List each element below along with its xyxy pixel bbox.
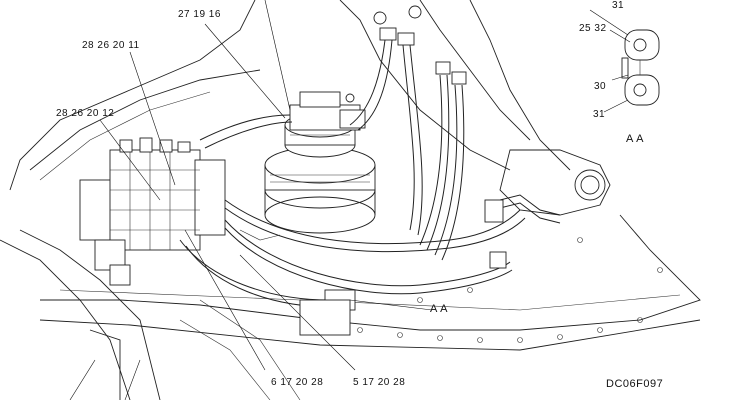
control-valve bbox=[79, 137, 226, 286]
drawing-code: DC06F097 bbox=[606, 378, 664, 390]
callout-28-26-20-11: 28 26 20 11 bbox=[82, 40, 140, 51]
section-aa-detail bbox=[621, 29, 660, 106]
section-aa-label: A A bbox=[626, 133, 645, 145]
callout-aa-leader: A A bbox=[430, 303, 449, 315]
lower-hoses bbox=[179, 114, 561, 336]
swing-motor bbox=[264, 91, 376, 234]
plate-holes bbox=[357, 237, 663, 343]
callout-6-17-20-28: 6 17 20 28 bbox=[271, 377, 324, 388]
frame-outline bbox=[0, 0, 701, 400]
callout-28-26-20-12: 28 26 20 12 bbox=[56, 108, 115, 119]
callout-31-bottom: 31 bbox=[593, 109, 606, 120]
leader-lines bbox=[69, 0, 631, 400]
callout-30: 30 bbox=[594, 81, 607, 92]
callout-25-32: 25 32 bbox=[579, 23, 607, 34]
upper-hoses bbox=[349, 27, 467, 261]
callout-31-top: 31 bbox=[612, 0, 625, 11]
callout-27-19-16: 27 19 16 bbox=[178, 9, 221, 20]
callout-5-17-20-28: 5 17 20 28 bbox=[353, 377, 406, 388]
